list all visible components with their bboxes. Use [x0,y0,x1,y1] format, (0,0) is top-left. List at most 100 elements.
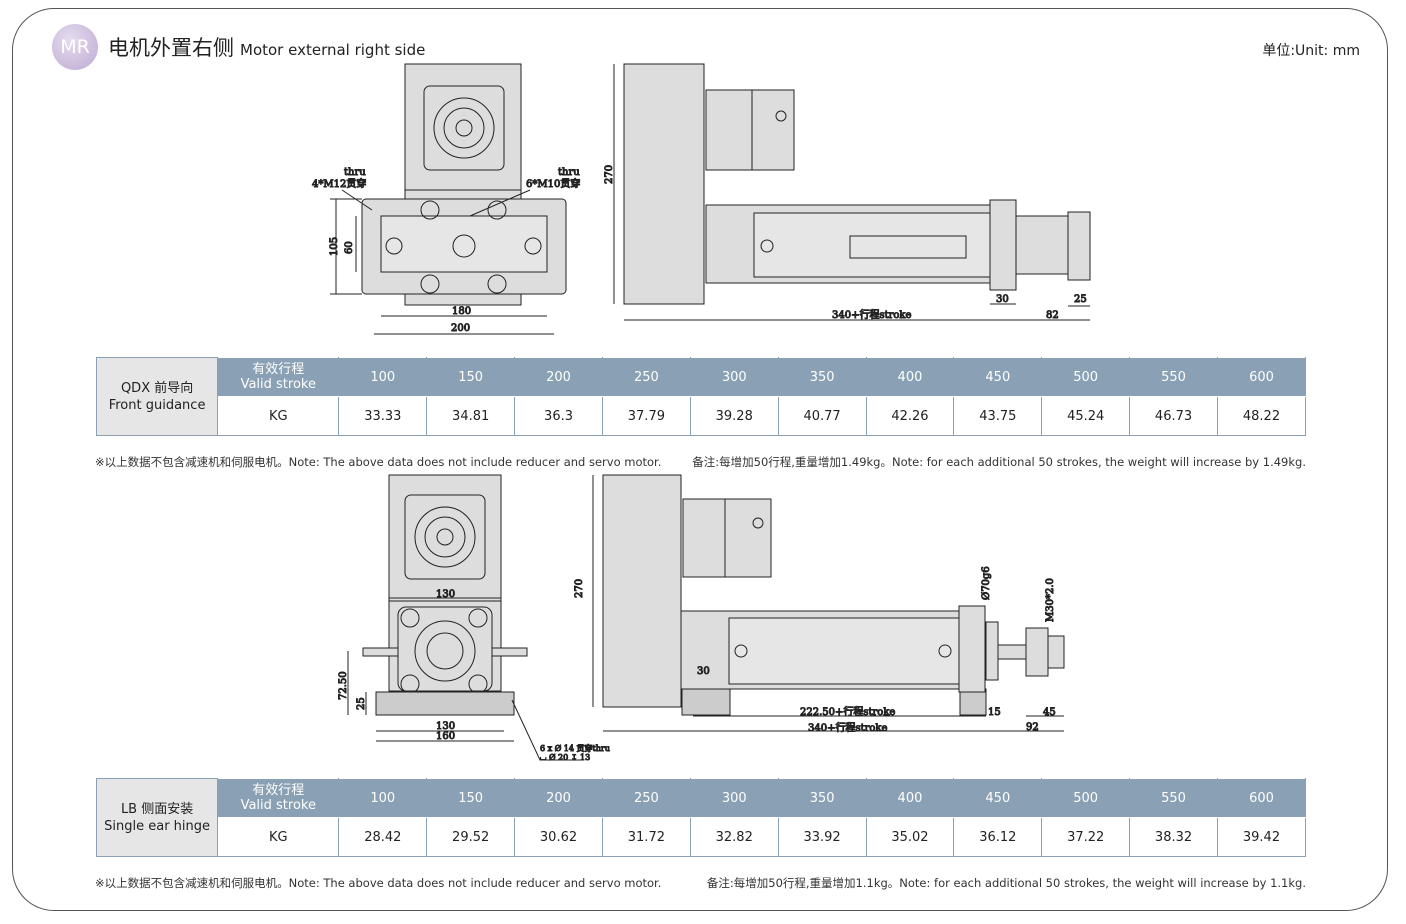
weight-cell: 40.77 [777,396,867,436]
weight-cell: 31.72 [601,817,691,857]
weight-cell: 36.3 [514,396,603,436]
stroke-cell: 350 [777,778,867,818]
kg-label: KG [217,817,340,857]
page-frame [12,8,1388,911]
dim-stroke-340: 340+行程stroke [808,721,887,734]
dim-200: 200 [451,323,470,334]
drawing2-side-view [592,474,1065,732]
stroke-cell: 550 [1129,357,1218,397]
dim-hole-right: 6*M10贯穿 [526,177,580,190]
stroke-cell: 100 [338,778,428,818]
stroke-cell: 300 [689,778,779,818]
stroke-cell: 600 [1216,357,1307,397]
dim-270: 270 [604,165,615,184]
stroke-cell: 150 [426,778,516,818]
dim-30-lb: 30 [697,666,710,677]
weight-cell: 33.33 [338,396,428,436]
note-left-2: ※以上数据不包含减速机和伺服电机。Note: The above data do… [95,876,662,890]
weight-cell: 45.24 [1041,396,1131,436]
weight-cell: 34.81 [426,396,516,436]
stroke-cell: 300 [689,357,779,397]
stroke-cell: 450 [953,357,1043,397]
weight-cell: 36.12 [953,817,1043,857]
weight-cell: 30.62 [514,817,603,857]
title-en: Motor external right side [240,41,426,59]
page-title: 电机外置右侧 Motor external right side [108,32,425,62]
dim-105: 105 [329,237,340,256]
stroke-cell: 450 [953,778,1043,818]
dim-thru-right: thru [558,167,580,178]
weight-cell: 33.92 [777,817,867,857]
weight-cell: 28.42 [338,817,428,857]
mr-badge: MR [52,24,98,70]
kg-label: KG [217,396,340,436]
stroke-cell: 250 [601,357,691,397]
dim-30: 30 [996,294,1009,305]
dim-stroke-222: 222.50+行程stroke [800,705,895,718]
dim-82: 82 [1046,310,1059,321]
dim-stroke: 340+行程stroke [832,308,911,321]
note-left-1: ※以上数据不包含减速机和伺服电机。Note: The above data do… [95,455,662,469]
stroke-cell: 100 [338,357,428,397]
weight-cell: 29.52 [426,817,516,857]
weight-cell: 38.32 [1129,817,1218,857]
stroke-cell: 200 [514,778,603,818]
dim-180: 180 [452,306,471,317]
dim-25-lb: 25 [356,697,367,710]
dim-thru-left: thru [344,167,366,178]
weight-cell: 37.22 [1041,817,1131,857]
dim-130-top: 130 [436,589,455,600]
dim-60: 60 [344,241,355,254]
weight-cell: 42.26 [865,396,955,436]
drawing1-side-view [613,63,1091,321]
stroke-cell: 600 [1216,778,1307,818]
weight-cell: 37.79 [601,396,691,436]
stroke-cell: 200 [514,357,603,397]
note-right-1: 备注:每增加50行程,重量增加1.49kg。Note: for each add… [692,455,1306,469]
weight-cell: 35.02 [865,817,955,857]
weight-cell: 46.73 [1129,396,1218,436]
stroke-cell: 550 [1129,778,1218,818]
title-cn: 电机外置右侧 [108,36,234,60]
dim-270-lb: 270 [574,579,585,598]
dim-25: 25 [1074,294,1087,305]
dim-hole-left: 4*M12贯穿 [312,177,366,190]
dim-hole-thru: 6 x Ø 14 贯穿thru [540,743,610,753]
stroke-cell: 400 [865,357,955,397]
weight-cell: 43.75 [953,396,1043,436]
stroke-cell: 250 [601,778,691,818]
dim-45: 45 [1043,707,1056,718]
stroke-cell: 400 [865,778,955,818]
weight-cell: 39.42 [1216,817,1307,857]
stroke-cell: 350 [777,357,867,397]
stroke-cell: 150 [426,357,516,397]
weight-cell: 48.22 [1216,396,1307,436]
note-right-2: 备注:每增加50行程,重量增加1.1kg。Note: for each addi… [706,876,1306,890]
unit-label: 单位:Unit: mm [1262,43,1360,59]
drawing1-front-view [330,63,567,335]
dim-92: 92 [1026,722,1039,733]
weight-cell: 32.82 [689,817,779,857]
dim-70g6: Ø70g6 [981,566,992,600]
weight-cell: 39.28 [689,396,779,436]
dim-counterbore: ⌴ Ø 20 ↧ 13 [540,753,590,762]
dim-130: 130 [436,721,455,732]
dim-15: 15 [988,707,1001,718]
dim-160: 160 [436,731,455,742]
dim-72-50: 72.50 [338,671,349,700]
dim-m30: M30*2.0 [1045,578,1056,622]
stroke-cell: 500 [1041,357,1131,397]
stroke-cell: 500 [1041,778,1131,818]
drawing2-front-view [347,474,582,761]
